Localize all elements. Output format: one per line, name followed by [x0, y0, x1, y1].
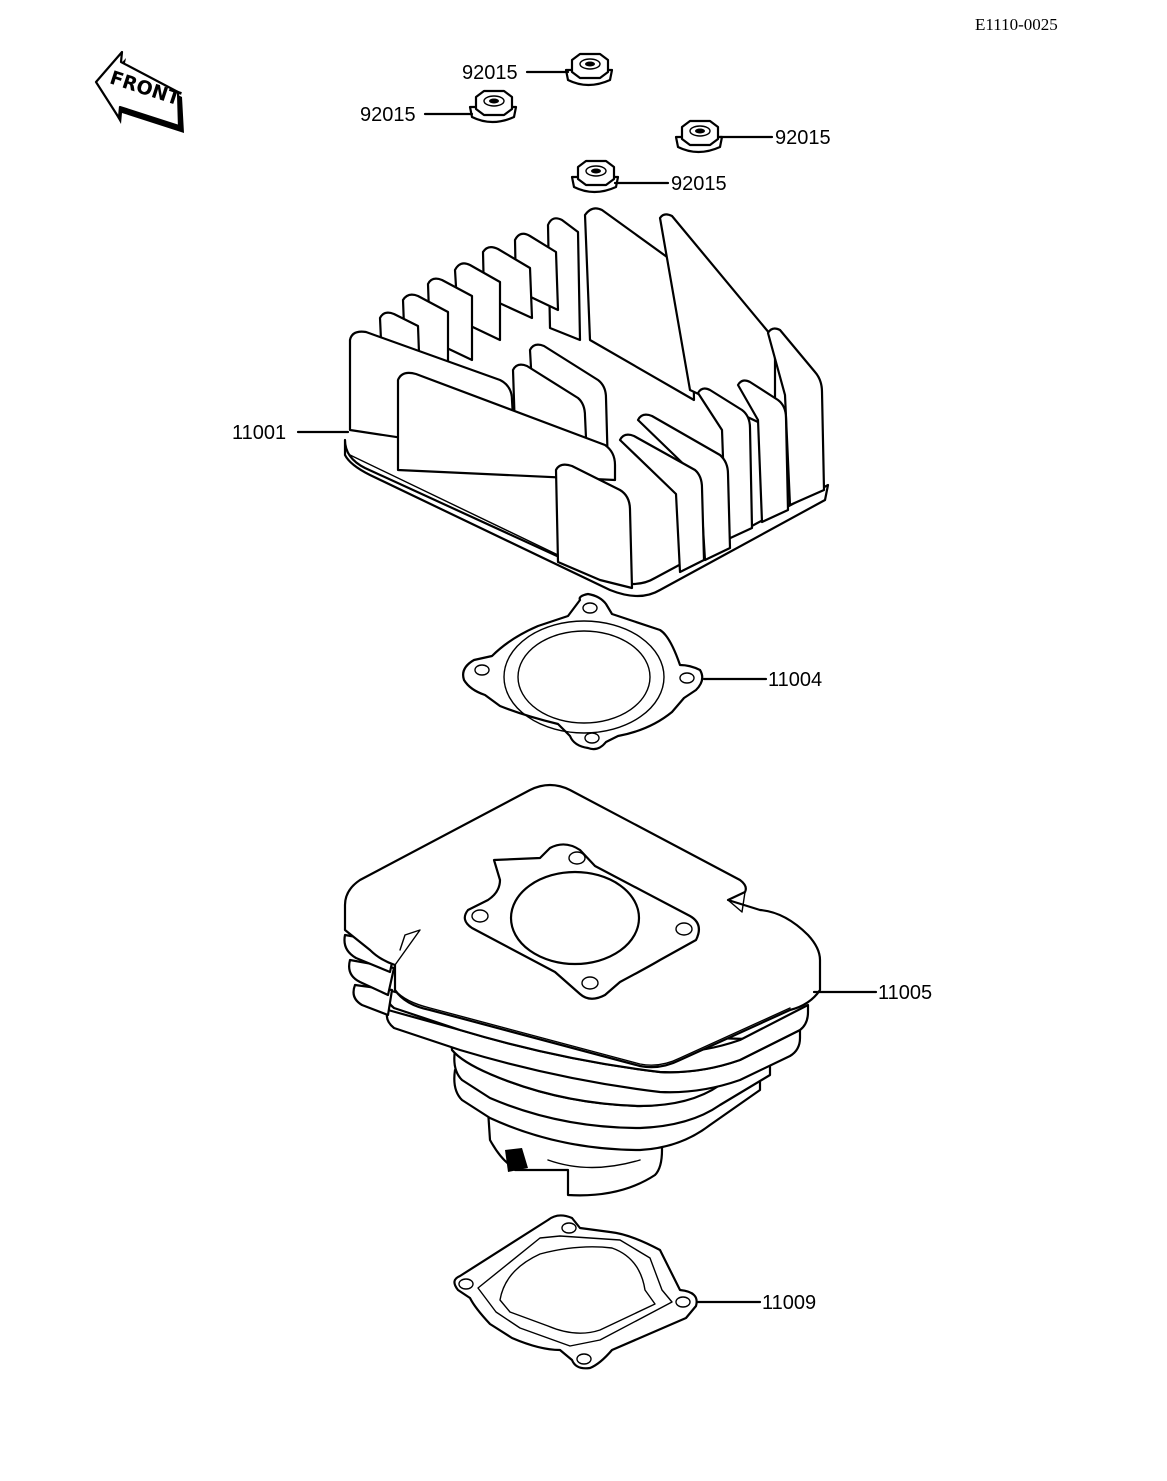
- part-number-label: 92015: [671, 173, 727, 195]
- cylinder-head-drawing: [343, 207, 830, 598]
- nut-icon: [468, 89, 518, 124]
- reference-code: E1110-0025: [975, 15, 1058, 34]
- part-number-label: 11009: [762, 1292, 816, 1314]
- front-arrow-icon: FRONT: [94, 50, 184, 133]
- part-number-label: 92015: [462, 62, 518, 84]
- nut-icon: [674, 119, 724, 154]
- part-number-label: 92015: [775, 127, 831, 149]
- nut-icon: [570, 159, 620, 194]
- part-number-label: 92015: [360, 104, 416, 126]
- part-number-label: 11001: [232, 422, 286, 444]
- cylinder-drawing: [343, 783, 822, 1197]
- head-gasket-drawing: [462, 592, 704, 751]
- nut-icon: [564, 52, 614, 87]
- part-number-label: 11004: [768, 669, 822, 691]
- part-number-label: 11005: [878, 982, 932, 1004]
- base-gasket-drawing: [453, 1214, 698, 1370]
